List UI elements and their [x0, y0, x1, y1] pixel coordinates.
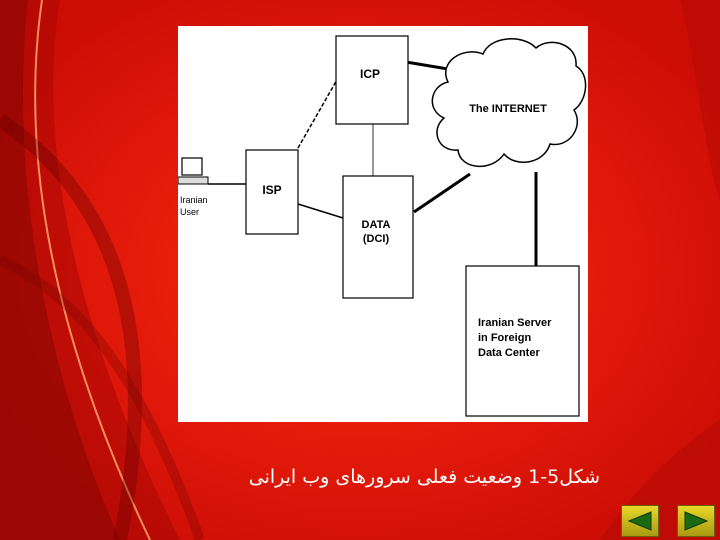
data-label-line1: DATA	[362, 219, 391, 231]
isp-box	[245, 149, 299, 235]
user-label-line1: Iranian	[180, 195, 208, 205]
server-label-line2: in Foreign	[478, 332, 531, 344]
icp-box	[335, 35, 409, 125]
isp-label: ISP	[262, 183, 281, 197]
data-box	[342, 175, 414, 299]
network-diagram: Iranian User ISP ICP DATA (DCI) The INTE…	[178, 26, 588, 422]
link-isp-icp	[297, 77, 339, 149]
triangle-left-icon	[627, 511, 652, 531]
icp-label: ICP	[360, 67, 380, 81]
data-label-line2: (DCI)	[363, 233, 390, 245]
link-isp-data	[297, 203, 344, 219]
user-label-line2: User	[180, 207, 199, 217]
user-computer-icon	[178, 157, 209, 185]
triangle-right-icon	[684, 511, 709, 531]
server-box	[465, 265, 580, 417]
link-data-internet	[413, 172, 471, 214]
figure-caption: شکل5-1 وضعیت فعلی سرورهای وب ایرانی	[248, 466, 600, 488]
diagram-canvas: Iranian User ISP ICP DATA (DCI) The INTE…	[178, 35, 587, 417]
internet-label: The INTERNET	[469, 103, 547, 115]
next-slide-button[interactable]	[677, 505, 715, 537]
internet-cloud	[431, 38, 587, 168]
server-label-line3: Data Center	[478, 347, 540, 359]
previous-slide-button[interactable]	[621, 505, 659, 537]
server-label-line1: Iranian Server	[478, 317, 552, 329]
